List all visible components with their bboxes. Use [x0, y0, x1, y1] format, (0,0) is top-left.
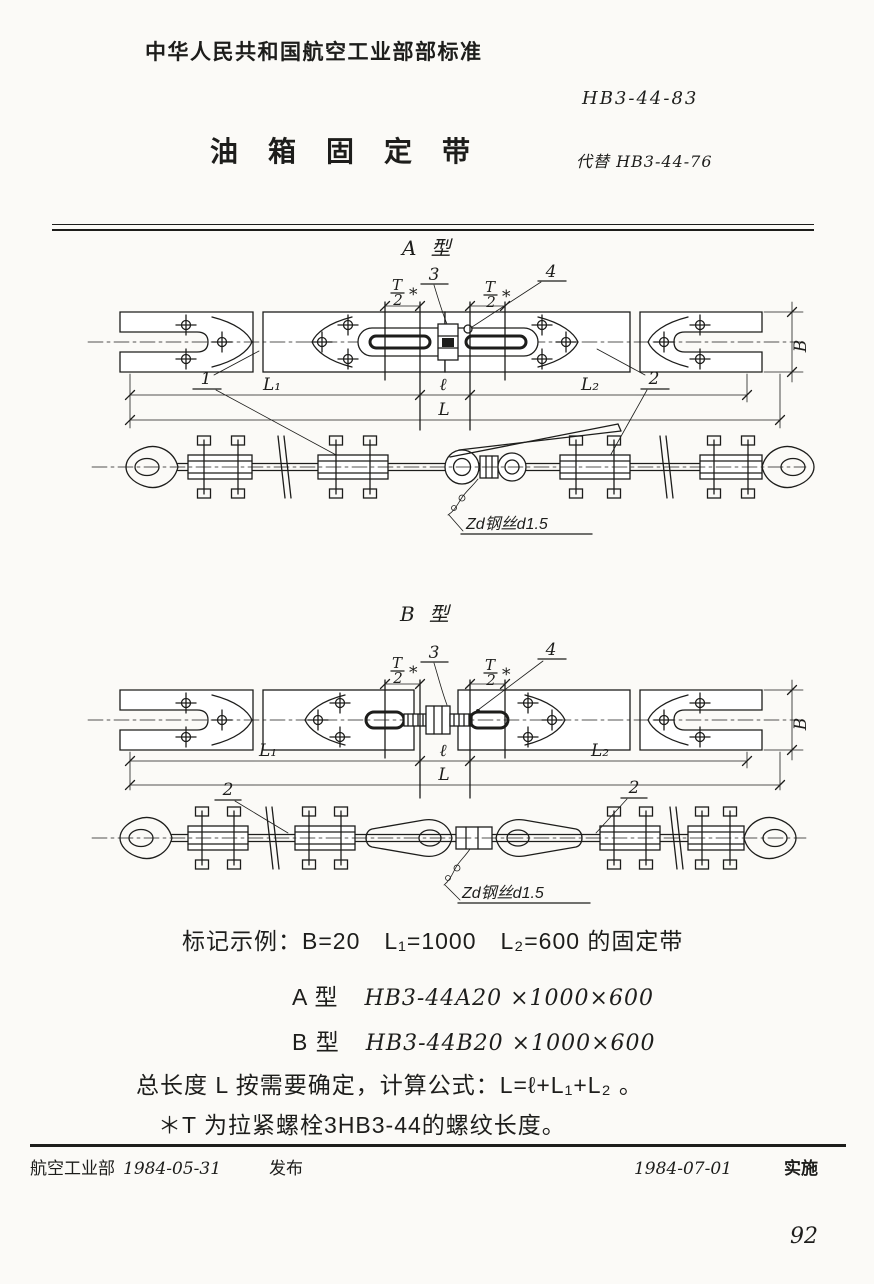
dim-l1-label: L₁ [258, 741, 277, 761]
lever-arm [449, 423, 619, 458]
chevron-2 [304, 694, 346, 746]
dim-t-half-right: T 2 * [464, 656, 511, 690]
type-b-heading: B 型 [400, 602, 454, 626]
width-dimension: B [763, 301, 811, 383]
part-1-label: 1 [201, 369, 212, 389]
document-title: 油箱固定带 [210, 136, 501, 167]
header-divider-rule [52, 224, 814, 231]
type-a-heading: A 型 [402, 236, 455, 260]
dim-b-label: B [791, 718, 811, 732]
implement-date: 1984-07-01 [633, 1159, 732, 1179]
chevron-1 [211, 316, 253, 368]
type-a-top-view: T 2 * T 2 * 3 [87, 262, 811, 457]
part-4-label: 4 [545, 640, 557, 660]
implement-label: 实施 [784, 1159, 818, 1178]
type-a-side-view: Zd钢丝d1.5 [91, 423, 815, 535]
footer: 航空工业部 1984-05-31 发布 1984-07-01 实施 [30, 1144, 846, 1179]
dim-t-half-right: T 2 * [464, 278, 511, 312]
issue-label: 发布 [269, 1159, 304, 1178]
frac-star: * [502, 665, 511, 685]
length-dimensions: L₁ ℓ L₂ L [124, 741, 786, 791]
callout-part-2-right: 2 [595, 778, 648, 834]
issuing-body: 航空工业部 [30, 1159, 115, 1178]
threaded-coupler-assembly [364, 705, 510, 735]
marking-example: 标记示例：B=20 L₁=1000 L₂=600 的固定带 [182, 928, 684, 954]
frac-numerator: T [485, 656, 496, 674]
frac-denominator: 2 [392, 291, 403, 309]
callout-part-1: 1 [192, 350, 339, 457]
lockwire-hole [463, 324, 473, 334]
length-dimensions: L₁ ℓ L₂ L [124, 373, 786, 429]
lockwire-note: Zd钢丝d1.5 [465, 515, 548, 533]
thread-length-note: ＊T 为拉紧螺栓3HB3-44的螺纹长度。 [158, 1112, 566, 1138]
type-a-designation-label: A 型 [292, 984, 339, 1010]
chevron-3 [537, 316, 579, 368]
type-b-designation-label: B 型 [292, 1029, 340, 1055]
type-a-designation-code: HB3-44A20 ×1000×600 [364, 986, 654, 1011]
part-2-label-right: 2 [628, 778, 640, 798]
lockwire-note: Zd钢丝d1.5 [461, 884, 544, 902]
dim-total-label: L [437, 765, 449, 785]
type-a-drawing: T 2 * T 2 * 3 [87, 262, 815, 535]
tensioner-assembly [357, 323, 539, 361]
type-b-side-view: 2 2 Zd钢丝d1.5 [91, 778, 807, 904]
callout-part-4: 4 [476, 640, 567, 713]
callout-part-2-left: 2 [214, 780, 289, 834]
dim-l1-label: L₁ [262, 375, 281, 395]
type-b-designation-code: HB3-44B20 ×1000×600 [365, 1031, 656, 1056]
part-3-label: 3 [429, 265, 440, 285]
chevron-3 [524, 694, 566, 746]
lockwire-callout: Zd钢丝d1.5 [443, 848, 591, 904]
dim-l-label: ℓ [439, 741, 446, 761]
frac-star: * [409, 285, 418, 305]
strap-fork-end-left [119, 689, 254, 751]
frac-denominator: 2 [485, 293, 496, 311]
type-b-designation: B 型 HB3-44B20 ×1000×600 [292, 1023, 656, 1057]
frac-denominator: 2 [392, 669, 403, 687]
chevron-1 [211, 694, 253, 746]
strap-fork-end-left [119, 311, 254, 373]
chevron-4 [647, 694, 689, 746]
standard-number: HB3-44-83 [582, 88, 699, 109]
width-dimension: B [763, 679, 811, 761]
footer-rule [30, 1144, 846, 1147]
extension-lines [384, 679, 506, 799]
extension-lines [384, 301, 506, 431]
part-2-label: 2 [648, 369, 660, 389]
frac-numerator: T [392, 276, 403, 294]
frac-star: * [502, 287, 511, 307]
dim-l2-label: L₂ [590, 741, 609, 761]
replaces-standard: 代替 HB3-44-76 [576, 152, 713, 171]
type-a-designation: A 型 HB3-44A20 ×1000×600 [292, 978, 654, 1012]
part-4-label: 4 [545, 262, 557, 282]
callout-part-4: 4 [471, 262, 567, 328]
dim-total-label: L [437, 400, 449, 420]
total-length-note: 总长度 L 按需要确定，计算公式：L=ℓ+L₁+L₂ 。 [136, 1072, 643, 1098]
part-2-label-left: 2 [222, 780, 234, 800]
issue-date: 1984-05-31 [123, 1159, 222, 1179]
lockwire-callout: Zd钢丝d1.5 [447, 478, 593, 535]
dim-t-half-left: T 2 * [379, 276, 426, 312]
callout-part-3: 3 [420, 643, 449, 706]
dim-b-label: B [791, 340, 811, 354]
type-b-top-view: T 2 * T 2 * 3 [87, 640, 811, 799]
dim-t-half-left: T 2 * [379, 654, 426, 690]
frac-denominator: 2 [485, 671, 496, 689]
type-b-drawing: T 2 * T 2 * 3 [87, 640, 811, 904]
dim-l2-label: L₂ [580, 375, 599, 395]
frac-star: * [409, 663, 418, 683]
chevron-4 [647, 316, 689, 368]
frac-numerator: T [392, 654, 403, 672]
page-number: 92 [790, 1224, 818, 1249]
callout-part-3: 3 [420, 265, 449, 325]
ministry-standard-header: 中华人民共和国航空工业部部标准 [145, 41, 483, 64]
part-3-label: 3 [429, 643, 440, 663]
dim-l-label: ℓ [439, 375, 446, 395]
frac-numerator: T [485, 278, 496, 296]
